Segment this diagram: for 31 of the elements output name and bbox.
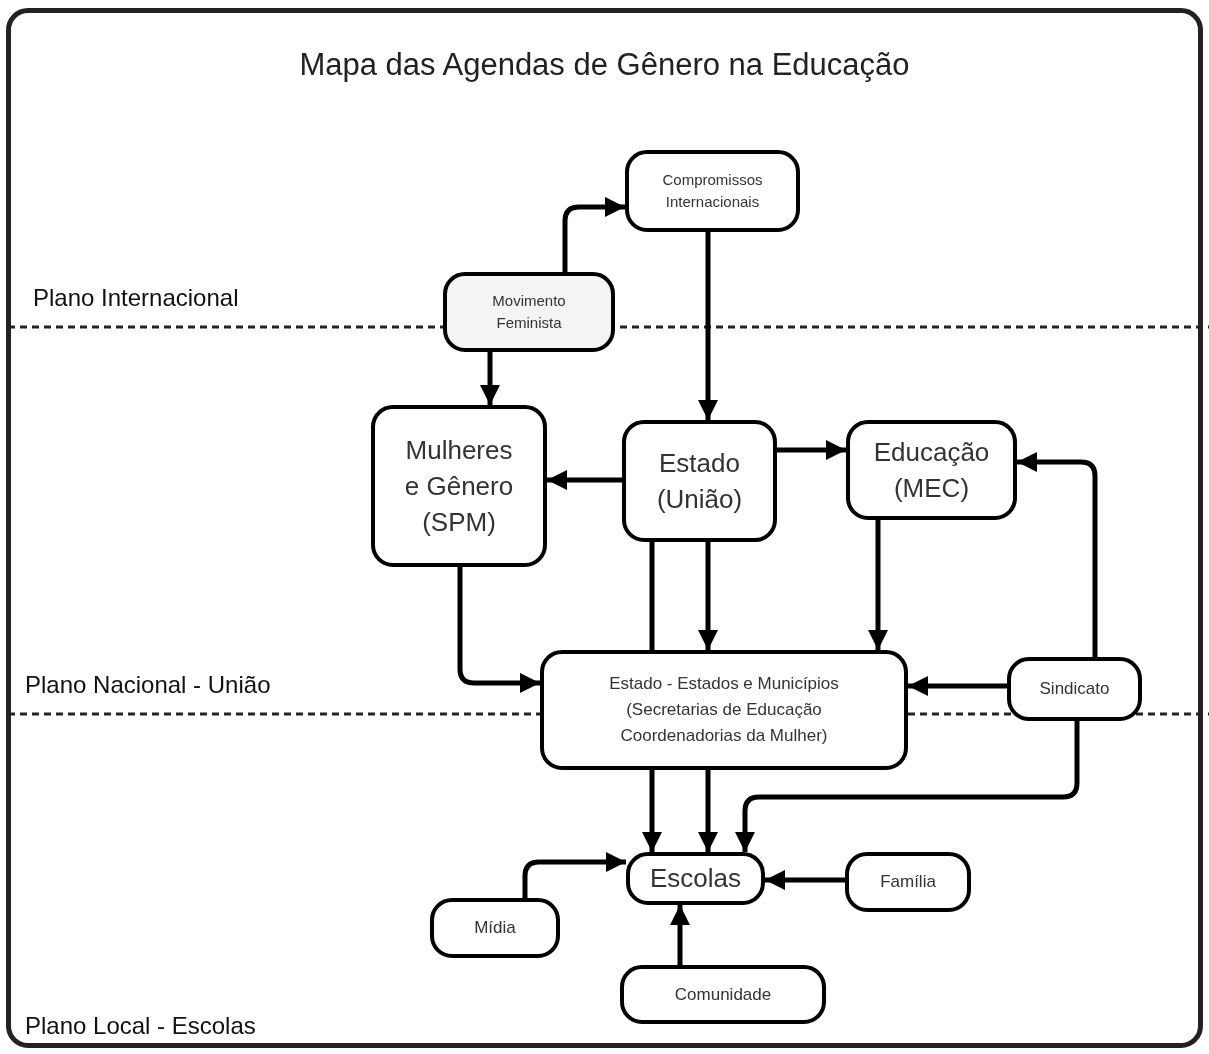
arrow <box>670 905 690 965</box>
arrow <box>777 440 846 460</box>
arrow <box>480 352 500 405</box>
rounded-box: Educação (MEC) <box>846 420 1017 520</box>
plane-label: Plano Local - Escolas <box>25 1011 256 1041</box>
arrow <box>457 567 540 693</box>
rounded-box: Mulheres e Gênero (SPM) <box>371 405 547 567</box>
arrow <box>698 232 718 420</box>
arrow <box>642 770 662 852</box>
rounded-box: Estado - Estados e Municípios (Secretarias de Educação Coordenadorias da Mulher) <box>540 650 908 770</box>
rounded-box: Escolas <box>626 852 765 905</box>
arrow <box>735 721 1080 852</box>
rounded-box: Movimento Feminista <box>443 272 615 352</box>
rounded-box: Família <box>845 852 971 912</box>
plane-label: Plano Nacional - União <box>25 670 271 700</box>
arrow <box>698 542 718 650</box>
rounded-box: Comunidade <box>620 965 826 1024</box>
rounded-box: Estado (União) <box>622 420 777 542</box>
arrow <box>868 520 888 650</box>
arrow <box>547 470 622 490</box>
arrow <box>765 870 845 890</box>
rounded-box: Sindicato <box>1007 657 1142 721</box>
plane-label: Plano Internacional <box>33 283 239 313</box>
rounded-box: Mídia <box>430 898 560 958</box>
arrow <box>1017 452 1098 657</box>
arrow <box>698 770 718 852</box>
arrow <box>908 676 1007 696</box>
arrow <box>522 852 626 898</box>
arrow <box>562 197 625 272</box>
diagram-title: Mapa das Agendas de Gênero na Educação <box>298 46 911 84</box>
rounded-box: Compromissos Internacionais <box>625 150 800 232</box>
